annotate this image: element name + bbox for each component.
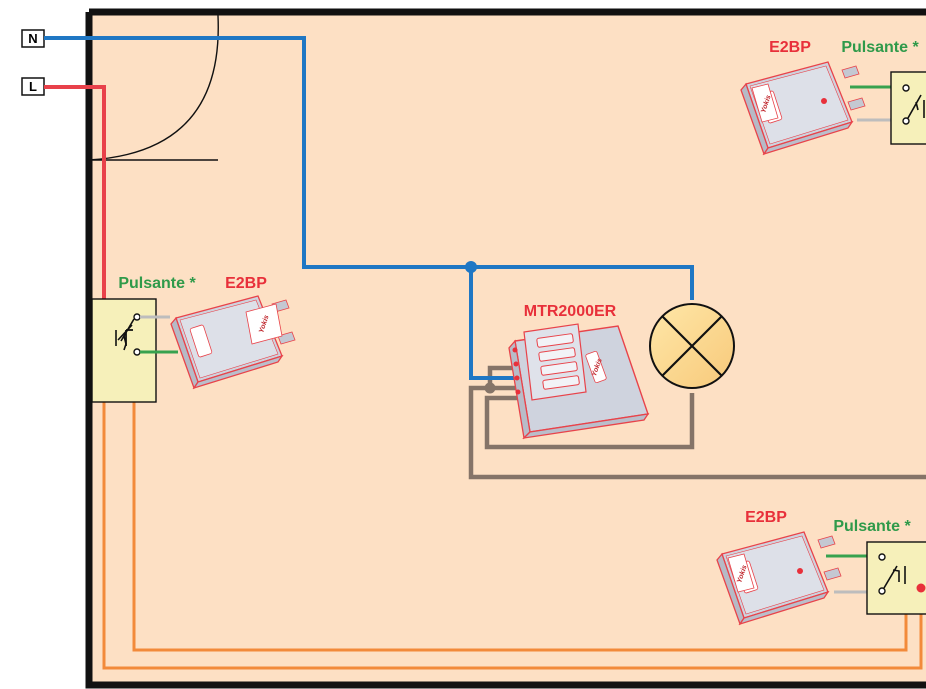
module-e2bp-top-right: Yokis E2BP Pulsante *	[740, 39, 919, 155]
room-walls	[85, 8, 926, 689]
module-top-switch-label: Pulsante *	[841, 39, 919, 56]
wire-junction-brown	[484, 382, 496, 394]
wire-junction-blue	[465, 261, 477, 273]
actuator-mtr2000er: Yokis MTR2000ER	[508, 303, 650, 440]
switch-plate-bottom-right	[866, 541, 926, 615]
module-bottom-switch-label: Pulsante *	[833, 518, 911, 535]
line-wire	[44, 85, 106, 384]
module-left-wires	[140, 315, 178, 354]
control-wires	[102, 388, 923, 670]
module-e2bp-bottom-right: Yokis E2BP Pulsante *	[716, 509, 911, 625]
module-bottom-model-label: E2BP	[745, 509, 787, 526]
lamp	[649, 303, 735, 389]
module-e2bp-left: Yokis Pulsante * E2BP	[118, 275, 296, 389]
neutral-wire	[44, 36, 694, 380]
module-left-model-label: E2BP	[225, 275, 267, 292]
lamp-wires	[468, 365, 926, 480]
door-swing	[88, 14, 219, 161]
terminal-line: L	[21, 77, 45, 96]
module-top-model-label: E2BP	[769, 39, 811, 56]
actuator-label: MTR2000ER	[524, 303, 617, 320]
terminal-neutral-label: N	[28, 31, 37, 46]
terminal-line-label: L	[29, 79, 37, 94]
terminal-neutral: N	[21, 29, 45, 48]
bottom-switch-contact	[916, 583, 926, 593]
module-left-switch-label: Pulsante *	[118, 275, 196, 292]
switch-plate-top-right	[890, 71, 926, 145]
